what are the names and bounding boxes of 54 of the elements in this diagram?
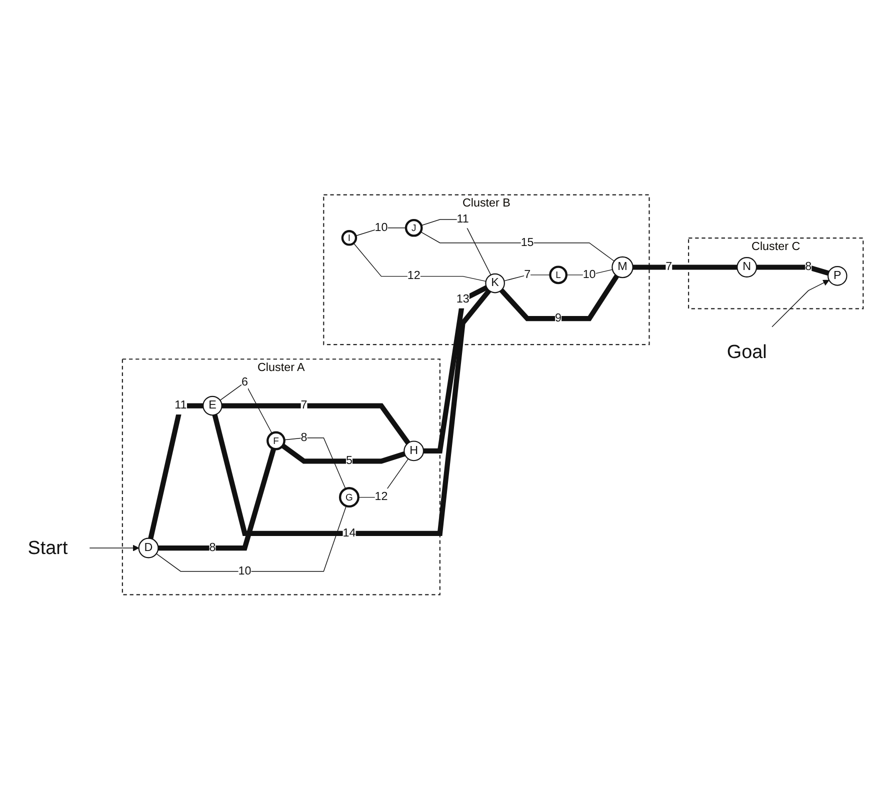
edge-label: 8 bbox=[300, 431, 308, 444]
node-text: Goal bbox=[726, 340, 767, 362]
arrow bbox=[89, 544, 140, 551]
connector bbox=[420, 231, 615, 262]
connector bbox=[222, 402, 410, 444]
edge-label: 10 bbox=[238, 564, 252, 577]
edge-label: 5 bbox=[346, 454, 352, 467]
connector bbox=[158, 448, 276, 550]
edge-label: 11 bbox=[174, 398, 187, 412]
connector bbox=[756, 264, 830, 276]
edge-label: 9 bbox=[555, 312, 562, 324]
node-circle: D bbox=[138, 538, 159, 558]
edge-label: 12 bbox=[374, 490, 388, 503]
node-circle: K bbox=[485, 273, 505, 293]
edge-label: 12 bbox=[407, 269, 420, 282]
node-circle: G bbox=[338, 486, 360, 508]
edge-label: 10 bbox=[374, 221, 388, 234]
node-circle: I bbox=[341, 230, 358, 246]
connector bbox=[220, 382, 272, 434]
node-circle: P bbox=[827, 266, 848, 286]
node-text: Start bbox=[28, 536, 68, 558]
connector bbox=[212, 288, 492, 536]
edge-label: 10 bbox=[582, 268, 596, 281]
edge-label: 11 bbox=[456, 212, 469, 226]
node-circle: E bbox=[202, 396, 222, 416]
connector bbox=[424, 284, 488, 454]
node-circle: J bbox=[404, 218, 423, 237]
connector bbox=[420, 218, 492, 276]
edge-label: 13 bbox=[456, 292, 470, 306]
node-circle: L bbox=[549, 265, 568, 284]
connector bbox=[504, 274, 551, 282]
node-circle: H bbox=[404, 440, 424, 461]
edge-label: 7 bbox=[300, 398, 308, 412]
edge-label: 14 bbox=[342, 526, 356, 540]
edge-label: 15 bbox=[520, 236, 534, 248]
connector bbox=[358, 458, 409, 498]
edge-label: 8 bbox=[805, 260, 812, 273]
node-circle: N bbox=[736, 256, 758, 278]
arrow bbox=[772, 280, 830, 327]
connector bbox=[148, 402, 204, 539]
edge-label: 7 bbox=[666, 260, 672, 273]
node-circle: M bbox=[612, 256, 634, 278]
connector bbox=[566, 268, 613, 276]
edge-label: 8 bbox=[209, 541, 216, 554]
edge-label: 7 bbox=[524, 268, 531, 281]
edge-label: 6 bbox=[241, 376, 248, 388]
connector bbox=[156, 505, 347, 572]
node-circle: F bbox=[266, 431, 286, 450]
connector bbox=[284, 437, 346, 489]
connector bbox=[500, 274, 620, 321]
connector bbox=[632, 264, 738, 270]
connector bbox=[281, 443, 406, 464]
connector bbox=[355, 227, 406, 236]
connector bbox=[353, 242, 486, 282]
